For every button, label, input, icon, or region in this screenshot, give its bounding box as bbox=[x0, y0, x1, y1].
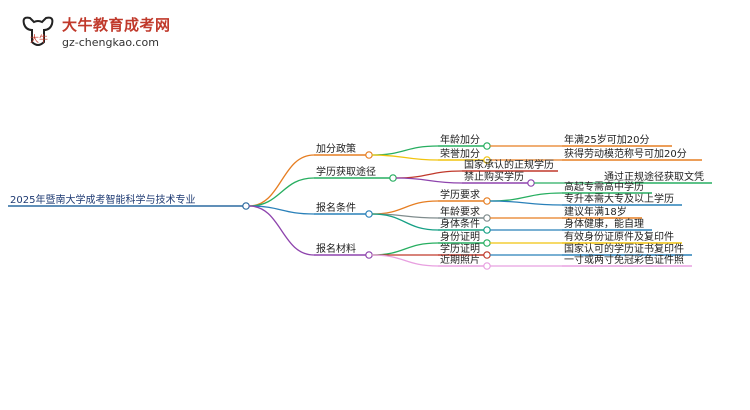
subtopic-label: 学历证明 bbox=[440, 242, 480, 255]
subtopic-dot[interactable] bbox=[483, 262, 491, 270]
branch-label: 加分政策 bbox=[316, 142, 356, 155]
subtopic-label: 年龄要求 bbox=[440, 205, 480, 218]
logo-mark-text: 大牛 bbox=[30, 33, 48, 45]
subtopic-label: 荣誉加分 bbox=[440, 147, 480, 160]
branch-dot[interactable] bbox=[389, 174, 397, 182]
branch-connector bbox=[248, 205, 315, 215]
subtopic-dot[interactable] bbox=[527, 179, 535, 187]
detail-connector bbox=[489, 192, 563, 202]
subtopic-connector bbox=[395, 170, 463, 179]
subtopic-label: 年龄加分 bbox=[440, 133, 480, 146]
branch-dot[interactable] bbox=[365, 251, 373, 259]
detail-label: 一寸或两寸免冠彩色证件照 bbox=[564, 253, 684, 266]
subtopic-label: 近期照片 bbox=[440, 253, 480, 266]
subtopic-dot[interactable] bbox=[483, 226, 491, 234]
bull-logo-icon: 大牛 bbox=[22, 16, 54, 46]
detail-label: 年满25岁可加20分 bbox=[564, 133, 649, 146]
subtopic-label: 学历要求 bbox=[440, 188, 480, 201]
detail-label: 建议年满18岁 bbox=[564, 205, 627, 218]
subtopic-label: 禁止购买学历 bbox=[464, 170, 524, 183]
detail-connector bbox=[489, 200, 563, 206]
site-logo[interactable]: 大牛 大牛教育成考网 gz-chengkao.com bbox=[18, 10, 258, 54]
subtopic-dot[interactable] bbox=[483, 214, 491, 222]
branch-dot[interactable] bbox=[365, 210, 373, 218]
subtopic-dot[interactable] bbox=[483, 251, 491, 259]
subtopic-label: 身体条件 bbox=[440, 217, 480, 230]
branch-connector bbox=[248, 154, 315, 207]
subtopic-connector bbox=[395, 177, 463, 184]
detail-label: 通过正规途径获取文凭 bbox=[604, 170, 704, 183]
subtopic-connector bbox=[371, 213, 439, 231]
subtopic-label: 国家承认的正规学历 bbox=[464, 158, 554, 171]
subtopic-dot[interactable] bbox=[483, 197, 491, 205]
subtopic-connector bbox=[371, 154, 439, 161]
subtopic-dot[interactable] bbox=[483, 142, 491, 150]
site-name: 大牛教育成考网 bbox=[62, 16, 171, 34]
root-node-dot[interactable] bbox=[242, 202, 250, 210]
subtopic-label: 身份证明 bbox=[440, 230, 480, 243]
detail-label: 获得劳动模范称号可加20分 bbox=[564, 147, 687, 160]
branch-label: 报名条件 bbox=[316, 201, 356, 214]
detail-label: 国家认可的学历证书复印件 bbox=[564, 242, 684, 255]
detail-label: 专升本需大专及以上学历 bbox=[564, 192, 674, 205]
site-url: gz-chengkao.com bbox=[62, 36, 159, 49]
branch-label: 学历获取途径 bbox=[316, 165, 376, 178]
subtopic-connector bbox=[371, 242, 439, 256]
subtopic-dot[interactable] bbox=[483, 239, 491, 247]
detail-label: 有效身份证原件及复印件 bbox=[564, 230, 674, 243]
branch-connector bbox=[248, 177, 315, 207]
detail-label: 高起专需高中学历 bbox=[564, 180, 644, 193]
subtopic-connector bbox=[371, 145, 439, 156]
detail-label: 身体健康，能自理 bbox=[564, 217, 644, 230]
subtopic-connector bbox=[371, 254, 439, 267]
subtopic-connector bbox=[371, 200, 439, 215]
branch-dot[interactable] bbox=[365, 151, 373, 159]
branch-connector bbox=[248, 205, 315, 256]
branch-label: 报名材料 bbox=[316, 242, 356, 255]
root-node-label: 2025年暨南大学成考智能科学与技术专业 bbox=[10, 193, 195, 206]
